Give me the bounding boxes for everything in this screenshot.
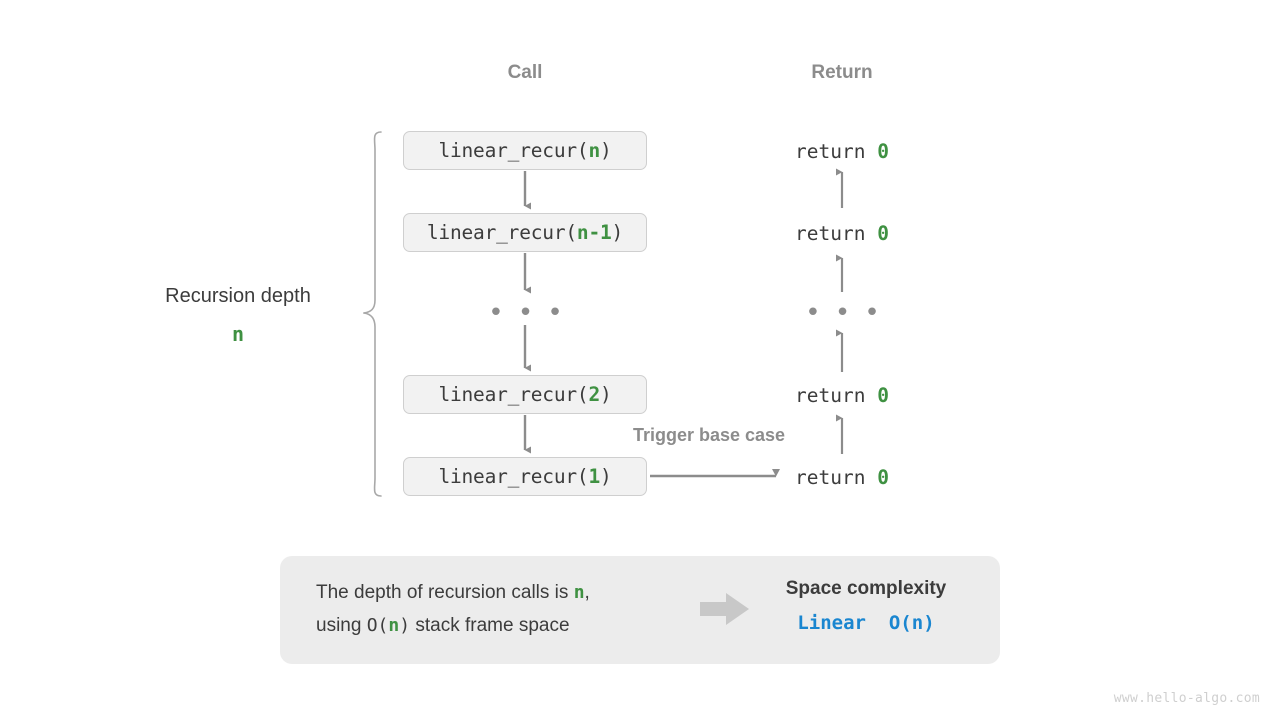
call-frame-box: linear_recur(n) <box>403 131 647 170</box>
summary-l1-n: n <box>573 582 585 603</box>
call-text-arg: 1 <box>588 465 601 488</box>
watermark: www.hello-algo.com <box>1113 691 1260 706</box>
recursion-depth-value: n <box>231 322 245 346</box>
return-statement: return 0 <box>795 140 889 163</box>
ellipsis-return: • • • <box>805 298 883 328</box>
complexity-result: Space complexity Linear O(n) <box>786 578 947 634</box>
return-statement: return 0 <box>795 466 889 489</box>
summary-l2-text-a: using <box>316 615 367 636</box>
call-text-arg: n <box>588 139 601 162</box>
summary-panel: The depth of recursion calls is n, using… <box>280 556 1000 664</box>
ellipsis-call: • • • <box>488 298 566 328</box>
call-frame-box: linear_recur(2) <box>403 375 647 414</box>
complexity-title: Space complexity <box>785 578 947 599</box>
call-text-prefix: linear_recur( <box>426 221 577 244</box>
summary-line-1: The depth of recursion calls is n, <box>316 576 590 609</box>
return-keyword: return <box>795 222 878 245</box>
summary-l1-text-b: , <box>584 582 590 603</box>
summary-l2-n: n <box>388 615 400 636</box>
call-text-prefix: linear_recur( <box>438 383 589 406</box>
column-header-call: Call <box>507 62 543 83</box>
summary-l2-o: O( <box>366 615 389 636</box>
return-value: 0 <box>877 466 889 489</box>
call-frame-box: linear_recur(n-1) <box>403 213 647 252</box>
call-text-suffix: ) <box>600 383 612 406</box>
summary-description: The depth of recursion calls is n, using… <box>316 576 590 642</box>
return-value: 0 <box>877 140 889 163</box>
summary-l1-text-a: The depth of recursion calls is <box>316 582 574 603</box>
summary-l2-text-b: stack frame space <box>410 615 570 636</box>
return-value: 0 <box>877 222 889 245</box>
call-text-arg: 2 <box>588 383 601 406</box>
return-value: 0 <box>877 384 889 407</box>
call-text-suffix: ) <box>600 465 612 488</box>
call-frame-box: linear_recur(1) <box>403 457 647 496</box>
return-statement: return 0 <box>795 384 889 407</box>
call-text-suffix: ) <box>611 221 624 244</box>
return-statement: return 0 <box>795 222 889 245</box>
recursion-depth-label: Recursion depth <box>165 285 311 307</box>
column-header-return: Return <box>811 62 873 83</box>
return-keyword: return <box>795 384 878 407</box>
return-keyword: return <box>795 140 878 163</box>
right-block-arrow-icon <box>700 593 749 625</box>
return-keyword: return <box>795 466 878 489</box>
trigger-base-case-label: Trigger base case <box>632 425 786 445</box>
call-text-suffix: ) <box>600 139 612 162</box>
summary-line-2: using O(n) stack frame space <box>316 609 590 642</box>
call-text-arg: n-1 <box>576 221 612 244</box>
complexity-value: Linear O(n) <box>797 612 935 634</box>
recursion-depth-brace <box>363 131 382 497</box>
summary-l2-close: ) <box>399 615 411 636</box>
call-text-prefix: linear_recur( <box>438 139 589 162</box>
call-text-prefix: linear_recur( <box>438 465 589 488</box>
